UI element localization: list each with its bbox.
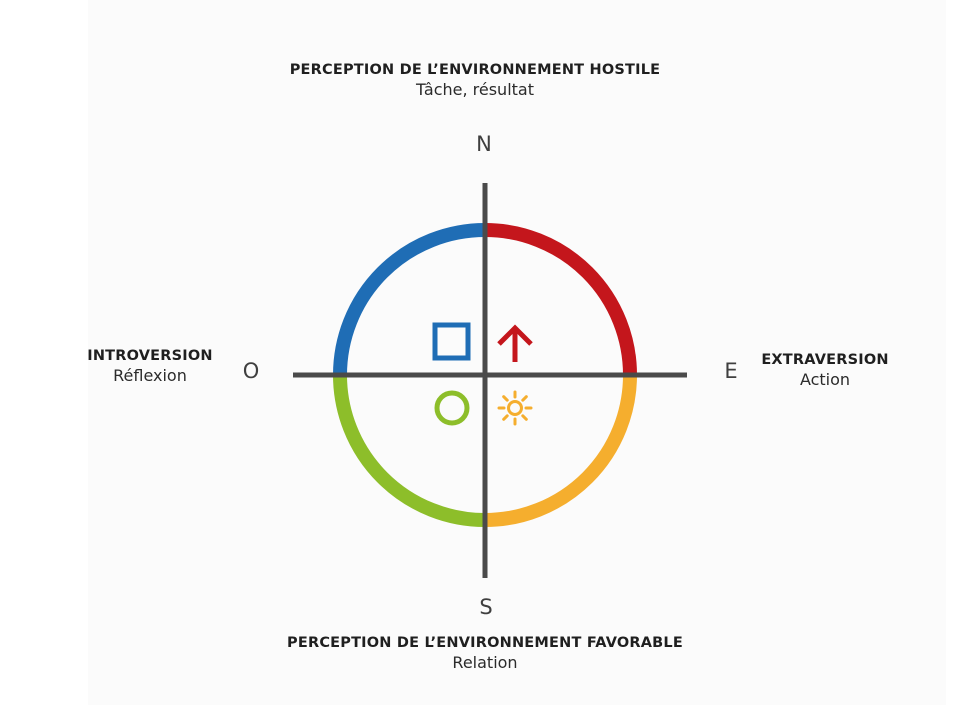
left-label-subtitle: Réflexion <box>113 366 187 385</box>
square-icon <box>432 322 471 361</box>
top-right-arc <box>484 223 637 376</box>
east-letter: E <box>724 359 738 383</box>
bottom-right-arc <box>484 374 637 527</box>
bottom-label-title: PERCEPTION DE L’ENVIRONNEMENT FAVORABLE <box>287 635 683 651</box>
left-label-title: INTROVERSION <box>87 348 213 364</box>
top-label-subtitle: Tâche, résultat <box>415 80 534 99</box>
top-label: PERCEPTION DE L’ENVIRONNEMENT HOSTILE Tâ… <box>275 62 675 99</box>
south-letter: S <box>479 595 493 619</box>
bottom-label: PERCEPTION DE L’ENVIRONNEMENT FAVORABLE … <box>275 635 695 672</box>
west-letter: O <box>242 359 260 383</box>
bottom-label-subtitle: Relation <box>452 653 518 672</box>
north-letter: N <box>476 132 492 156</box>
right-label: EXTRAVERSION Action <box>745 352 905 389</box>
right-label-title: EXTRAVERSION <box>761 352 889 368</box>
bottom-left-arc <box>333 374 486 527</box>
circle-icon <box>434 390 470 426</box>
top-left-arc <box>333 223 486 376</box>
arrow-up-icon <box>497 324 533 362</box>
sun-icon <box>497 390 533 426</box>
top-label-title: PERCEPTION DE L’ENVIRONNEMENT HOSTILE <box>289 62 661 78</box>
left-label: INTROVERSION Réflexion <box>70 348 230 385</box>
right-label-subtitle: Action <box>799 370 851 389</box>
